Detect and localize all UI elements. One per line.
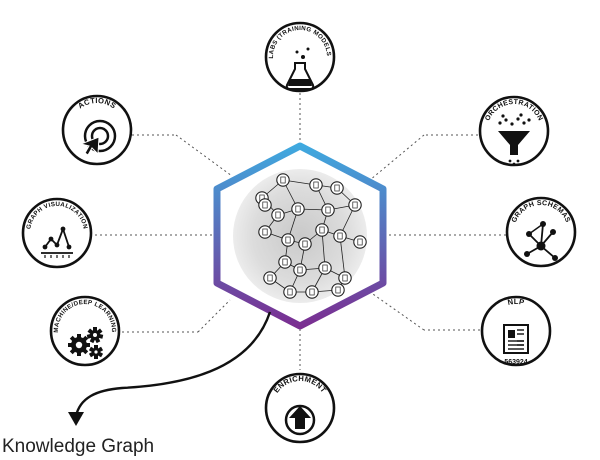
graph-node — [298, 237, 312, 251]
flask-icon — [285, 47, 315, 90]
graph-node — [283, 285, 297, 299]
graph-node — [348, 198, 362, 212]
graph-node — [258, 225, 272, 239]
nlp-caption: 563924 — [504, 359, 527, 366]
graph-node — [309, 178, 323, 192]
module-ring — [21, 197, 93, 269]
graph-node — [331, 283, 345, 297]
funnel-icon — [498, 113, 531, 166]
graph-node — [293, 263, 307, 277]
module-ring — [505, 196, 577, 268]
module-ring — [49, 295, 121, 367]
module-label: NLP — [507, 297, 525, 307]
module-graph-visualization: GRAPH VISUALIZATION — [21, 197, 93, 269]
module-actions: ACTIONS — [61, 94, 133, 166]
graph-node — [271, 208, 285, 222]
knowledge-graph-label: Knowledge Graph — [2, 436, 155, 457]
module-ring — [264, 21, 336, 93]
hub-hexagon — [213, 142, 387, 330]
graph-node — [330, 181, 344, 195]
module-enrichment: ENRICHMENT — [264, 372, 336, 444]
graph-edge — [339, 235, 346, 279]
graph-node — [258, 198, 272, 212]
module-orchestration: ORCHESTRATION — [478, 95, 550, 167]
graph-node — [333, 229, 347, 243]
graph-node — [305, 285, 319, 299]
module-ring — [480, 295, 552, 367]
graph-node — [338, 271, 352, 285]
graph-node — [281, 233, 295, 247]
graph-node — [276, 173, 290, 187]
hub-arrow — [68, 311, 272, 426]
network-icon — [524, 221, 558, 261]
graph-node — [263, 271, 277, 285]
target-cursor-icon — [79, 119, 117, 156]
module-label: ACTIONS — [76, 96, 118, 111]
graph-node — [318, 261, 332, 275]
module-labs: LABS (TRAINING MODELS) — [0, 0, 336, 93]
connector-lines — [95, 93, 506, 370]
hub-graph-nodes — [255, 173, 367, 299]
graph-node — [291, 202, 305, 216]
graph-node — [278, 255, 292, 269]
connector-nlp-d — [369, 291, 425, 331]
graph-node — [353, 235, 367, 249]
graph-node — [321, 203, 335, 217]
upload-arrow-icon — [284, 404, 316, 436]
graph-node — [315, 223, 329, 237]
central-hub — [213, 142, 387, 330]
line-graph-icon — [41, 226, 73, 258]
gears-icon — [68, 327, 104, 359]
connector-actions-d — [175, 134, 233, 177]
module-ring — [61, 94, 133, 166]
connector-orchestration-d — [369, 134, 425, 181]
module-graph-schemas: GRAPH SCHEMAS — [505, 196, 577, 268]
connector-ml-d — [197, 299, 231, 333]
module-machine-learning: MACHINE/DEEP LEARNING — [49, 295, 121, 367]
module-nlp: NLP 563924 — [480, 295, 552, 367]
document-icon: 563924 — [503, 324, 529, 366]
